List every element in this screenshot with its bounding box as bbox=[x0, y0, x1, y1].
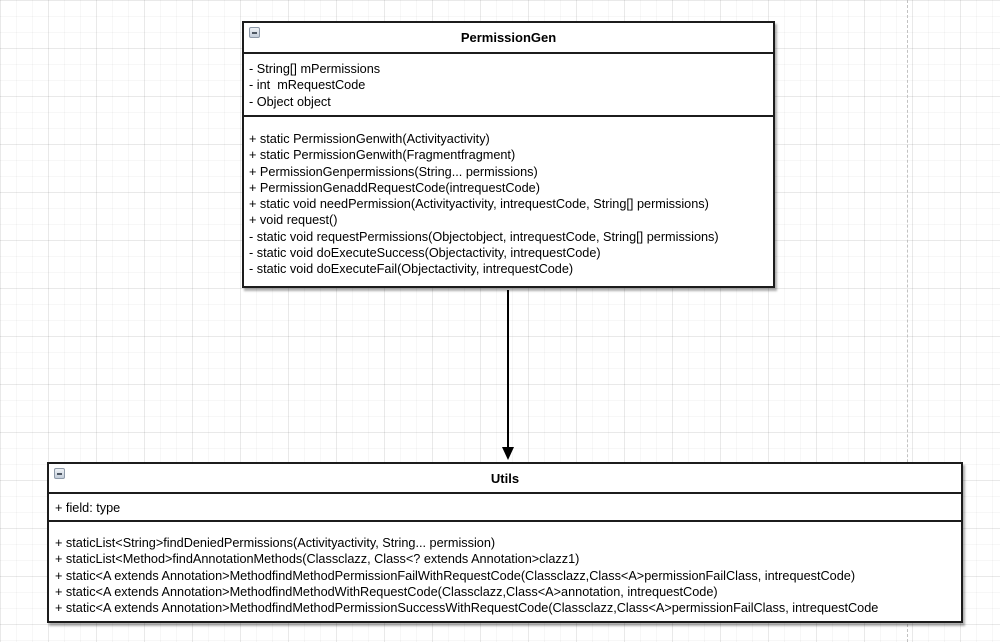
member-line: + PermissionGenaddRequestCode(intrequest… bbox=[249, 180, 540, 195]
member-line: + staticList<String>findDeniedPermission… bbox=[55, 536, 496, 550]
arrowhead-icon bbox=[502, 447, 514, 460]
member-line: + static<A extends Annotation>Methodfind… bbox=[55, 568, 856, 583]
class-title: PermissionGen bbox=[460, 30, 557, 45]
member-line: + static PermissionGenwith(Fragmentfragm… bbox=[249, 148, 516, 163]
class-box-utils[interactable]: Utils + field: type + staticList<String>… bbox=[47, 462, 963, 623]
member-line: + void request() bbox=[249, 213, 338, 228]
member-line: + PermissionGenpermissions(String... per… bbox=[249, 164, 538, 179]
member-line: + static PermissionGenwith(Activityactiv… bbox=[249, 132, 490, 146]
fields-section: - String[] mPermissions - int mRequestCod… bbox=[244, 54, 773, 117]
class-title-bar: Utils bbox=[49, 464, 961, 494]
member-line: + staticList<Method>findAnnotationMethod… bbox=[55, 552, 580, 567]
collapse-button[interactable] bbox=[249, 27, 260, 38]
member-line: + static<A extends Annotation>Methodfind… bbox=[55, 584, 718, 599]
member-line: - static void doExecuteSuccess(Objectact… bbox=[249, 246, 601, 261]
fields-section: + field: type bbox=[49, 494, 961, 522]
minus-icon bbox=[252, 31, 257, 34]
methods-section: + static PermissionGenwith(Activityactiv… bbox=[244, 117, 773, 286]
arrow-line bbox=[507, 290, 509, 447]
class-box-permissiongen[interactable]: PermissionGen - String[] mPermissions - i… bbox=[242, 21, 775, 288]
member-line: + static void needPermission(Activityact… bbox=[249, 197, 709, 212]
class-title-bar: PermissionGen bbox=[244, 23, 773, 54]
page-boundary-guide bbox=[907, 0, 908, 642]
member-line: - Object object bbox=[249, 94, 331, 109]
member-line: - int mRequestCode bbox=[249, 78, 366, 93]
member-line: - static void requestPermissions(Objecto… bbox=[249, 229, 719, 244]
member-line: - static void doExecuteFail(Objectactivi… bbox=[249, 262, 574, 277]
class-title: Utils bbox=[490, 470, 520, 486]
methods-section: + staticList<String>findDeniedPermission… bbox=[49, 522, 961, 621]
member-line: + static<A extends Annotation>Methodfind… bbox=[55, 601, 879, 616]
collapse-button[interactable] bbox=[54, 468, 65, 479]
member-line: + field: type bbox=[55, 501, 121, 515]
minus-icon bbox=[57, 472, 62, 475]
member-line: - String[] mPermissions bbox=[249, 62, 381, 76]
